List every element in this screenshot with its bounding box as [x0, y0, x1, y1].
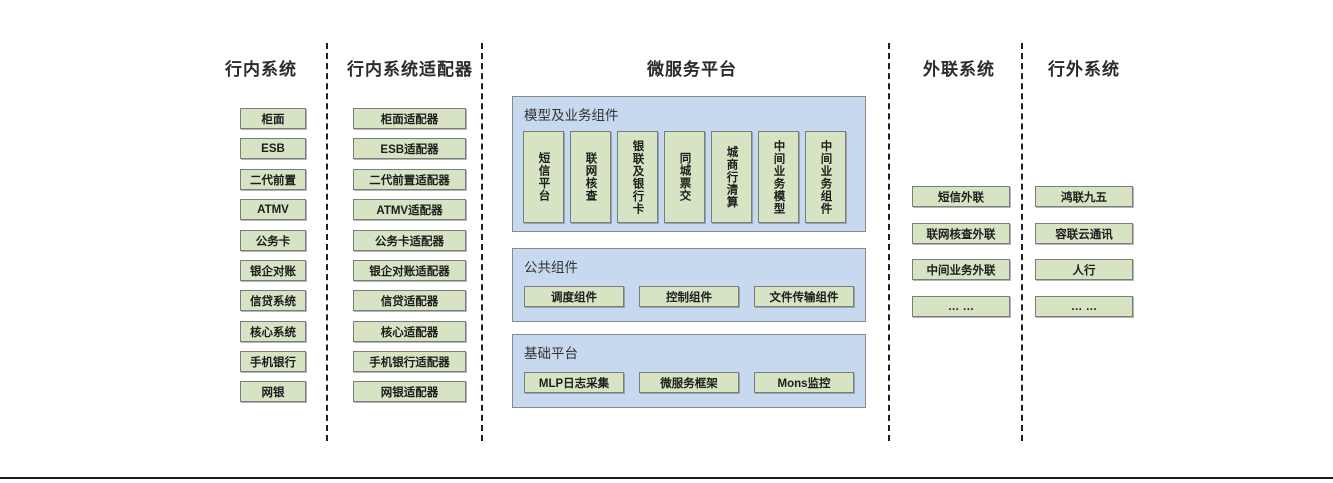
column-title-microservice-platform: 微服务平台: [647, 60, 737, 79]
column-separator-3: [888, 43, 890, 441]
node-base-platform-3[interactable]: Mons监控: [754, 372, 854, 393]
node-external-link-1[interactable]: 短信外联: [912, 186, 1010, 207]
panel-title-base-platform: 基础平台: [524, 346, 578, 361]
node-outside-bank-2[interactable]: 容联云通讯: [1035, 223, 1133, 244]
node-outside-bank-1[interactable]: 鸿联九五: [1035, 186, 1133, 207]
node-model-component-4[interactable]: 同城票交: [664, 131, 705, 223]
node-internal-adapter-1[interactable]: 柜面适配器: [353, 108, 466, 129]
node-internal-system-9[interactable]: 手机银行: [240, 351, 306, 372]
panel-title-public-components: 公共组件: [524, 260, 578, 275]
node-internal-system-4[interactable]: ATMV: [240, 199, 306, 220]
node-internal-adapter-3[interactable]: 二代前置适配器: [353, 169, 466, 190]
node-internal-system-3[interactable]: 二代前置: [240, 169, 306, 190]
node-external-link-3[interactable]: 中间业务外联: [912, 259, 1010, 280]
node-model-component-2[interactable]: 联网核查: [570, 131, 611, 223]
node-model-component-6[interactable]: 中间业务模型: [758, 131, 799, 223]
node-external-link-2[interactable]: 联网核查外联: [912, 223, 1010, 244]
node-model-component-5[interactable]: 城商行清算: [711, 131, 752, 223]
node-internal-adapter-8[interactable]: 核心适配器: [353, 321, 466, 342]
node-public-component-2[interactable]: 控制组件: [639, 286, 739, 307]
node-internal-system-2[interactable]: ESB: [240, 138, 306, 159]
column-separator-4: [1021, 43, 1023, 441]
node-internal-adapter-4[interactable]: ATMV适配器: [353, 199, 466, 220]
node-internal-adapter-10[interactable]: 网银适配器: [353, 381, 466, 402]
node-model-component-7[interactable]: 中间业务组件: [805, 131, 846, 223]
node-internal-adapter-5[interactable]: 公务卡适配器: [353, 230, 466, 251]
node-internal-system-5[interactable]: 公务卡: [240, 230, 306, 251]
column-title-outside-bank-systems: 行外系统: [1048, 60, 1120, 79]
node-internal-system-7[interactable]: 信贷系统: [240, 290, 306, 311]
node-base-platform-2[interactable]: 微服务框架: [639, 372, 739, 393]
node-public-component-3[interactable]: 文件传输组件: [754, 286, 854, 307]
bottom-divider: [0, 477, 1333, 479]
node-internal-system-8[interactable]: 核心系统: [240, 321, 306, 342]
node-model-component-3[interactable]: 银联及银行卡: [617, 131, 658, 223]
node-internal-system-10[interactable]: 网银: [240, 381, 306, 402]
node-outside-bank-4[interactable]: … …: [1035, 296, 1133, 317]
column-title-internal-adapters: 行内系统适配器: [347, 60, 473, 79]
node-public-component-1[interactable]: 调度组件: [524, 286, 624, 307]
node-external-link-4[interactable]: … …: [912, 296, 1010, 317]
column-title-external-link-systems: 外联系统: [923, 60, 995, 79]
node-internal-adapter-6[interactable]: 银企对账适配器: [353, 260, 466, 281]
node-internal-adapter-9[interactable]: 手机银行适配器: [353, 351, 466, 372]
panel-public-components: 公共组件: [512, 248, 866, 322]
node-outside-bank-3[interactable]: 人行: [1035, 259, 1133, 280]
column-title-internal-systems: 行内系统: [225, 60, 297, 79]
node-base-platform-1[interactable]: MLP日志采集: [524, 372, 624, 393]
column-separator-1: [326, 43, 328, 441]
node-internal-system-1[interactable]: 柜面: [240, 108, 306, 129]
node-internal-adapter-7[interactable]: 信贷适配器: [353, 290, 466, 311]
column-separator-2: [481, 43, 483, 441]
panel-title-model-business-components: 模型及业务组件: [524, 108, 619, 123]
node-model-component-1[interactable]: 短信平台: [523, 131, 564, 223]
node-internal-adapter-2[interactable]: ESB适配器: [353, 138, 466, 159]
node-internal-system-6[interactable]: 银企对账: [240, 260, 306, 281]
panel-base-platform: 基础平台: [512, 334, 866, 408]
